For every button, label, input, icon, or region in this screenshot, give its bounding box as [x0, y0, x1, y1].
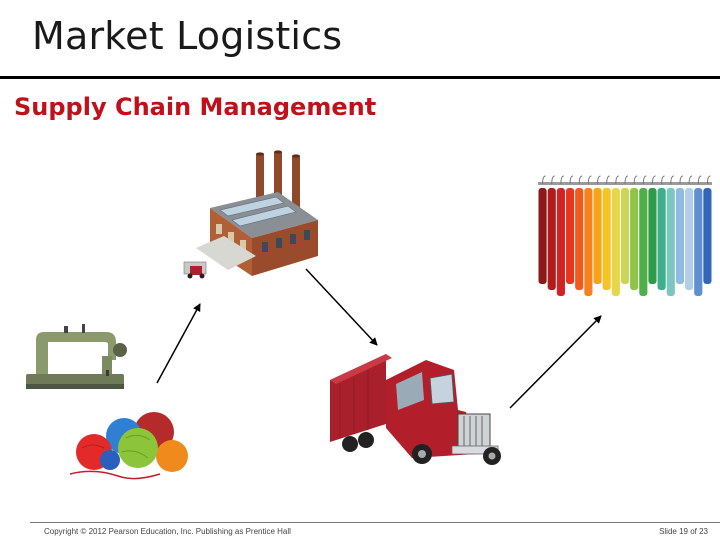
footer-copyright: Copyright © 2012 Pearson Education, Inc.…	[44, 527, 291, 536]
footer-divider	[30, 522, 720, 523]
arrow-truck-to-retail	[510, 316, 601, 408]
footer-slide-number: Slide 19 of 23	[659, 527, 708, 536]
arrow-factory-to-truck	[306, 269, 377, 345]
arrow-materials-to-factory	[157, 304, 200, 383]
